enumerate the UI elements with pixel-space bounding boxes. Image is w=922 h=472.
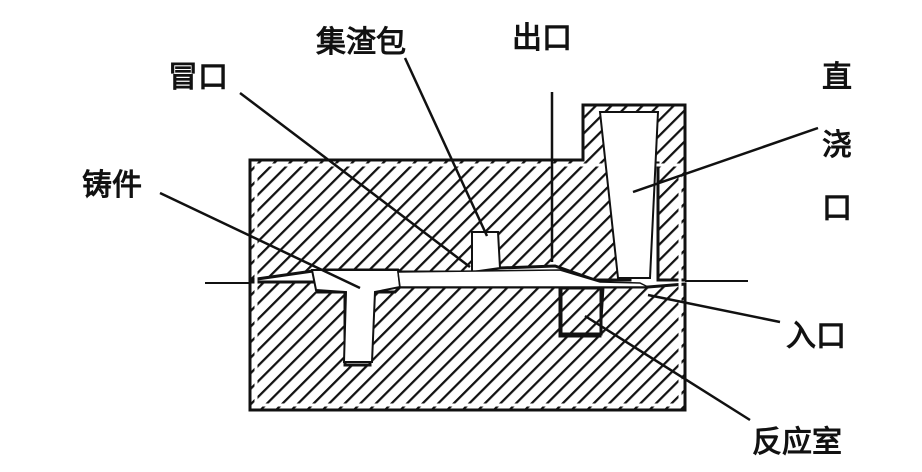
flask-outline <box>254 163 682 407</box>
label-sprue-1: 直 <box>822 60 852 95</box>
label-slag-trap: 集渣包 <box>315 25 406 60</box>
leader-riser <box>239 92 471 268</box>
mold-drag <box>248 280 687 412</box>
label-reaction-chamber: 反应室 <box>752 425 842 460</box>
label-casting: 铸件 <box>82 168 142 203</box>
reaction-chamber <box>559 286 603 336</box>
label-outlet: 出口 <box>512 21 572 56</box>
sprue-opening <box>598 111 660 279</box>
leader-sprue <box>632 126 819 194</box>
label-riser: 冒口 <box>168 60 228 95</box>
leader-casting <box>159 191 361 290</box>
slag-trap-cavity <box>471 231 502 274</box>
leader-inlet <box>647 293 781 324</box>
label-sprue-2: 浇 <box>822 128 852 163</box>
label-inlet: 入口 <box>786 319 846 354</box>
label-sprue-3: 口 <box>822 191 852 226</box>
leader-reaction-chamber <box>584 314 751 422</box>
runner-channel <box>397 269 649 288</box>
leader-slag-trap <box>403 57 489 237</box>
